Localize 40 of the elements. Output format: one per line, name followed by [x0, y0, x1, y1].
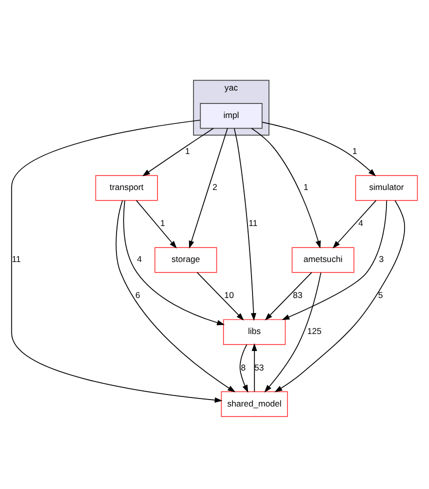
arrow — [332, 200, 376, 248]
arrow — [264, 272, 312, 320]
edge-label: 5 — [378, 290, 383, 300]
arrow — [282, 200, 388, 320]
edge-label: 8 — [240, 362, 246, 372]
edge-label: 1 — [160, 218, 165, 228]
edge-label: 10 — [224, 290, 234, 300]
node-box: libs — [223, 318, 286, 344]
arrow — [234, 128, 256, 320]
arrow — [116, 200, 236, 392]
arrow — [11, 119, 222, 402]
arrow — [251, 127, 321, 248]
arrow — [136, 200, 177, 248]
edge-label: 125 — [307, 326, 322, 336]
edge-label: 83 — [292, 290, 302, 300]
edge-label: 4 — [137, 254, 142, 264]
arrow — [274, 200, 406, 392]
arrow — [240, 344, 248, 392]
node-box: ametsuchi — [292, 246, 354, 272]
arrow — [252, 342, 258, 392]
node-box: storage — [154, 246, 218, 272]
edge-label: 2 — [212, 182, 218, 192]
arrow — [123, 200, 225, 325]
arrow — [196, 272, 244, 320]
node-box: shared_model — [220, 390, 288, 416]
arrow — [264, 272, 322, 392]
edge-label: 1 — [352, 146, 358, 156]
arrow — [262, 121, 376, 176]
edge-label: 1 — [185, 146, 190, 156]
edge-label: 6 — [135, 290, 140, 300]
node-box: simulator — [355, 174, 418, 200]
edge-label: 3 — [378, 254, 384, 264]
edge-label: 11 — [248, 218, 258, 228]
arrow — [188, 127, 228, 248]
edge-label: 4 — [358, 218, 364, 228]
edge-label: 11 — [12, 254, 21, 264]
edge-label: 1 — [303, 182, 308, 192]
node-box: impl — [200, 102, 263, 128]
arrow — [142, 127, 214, 176]
node-box: transport — [95, 174, 158, 200]
